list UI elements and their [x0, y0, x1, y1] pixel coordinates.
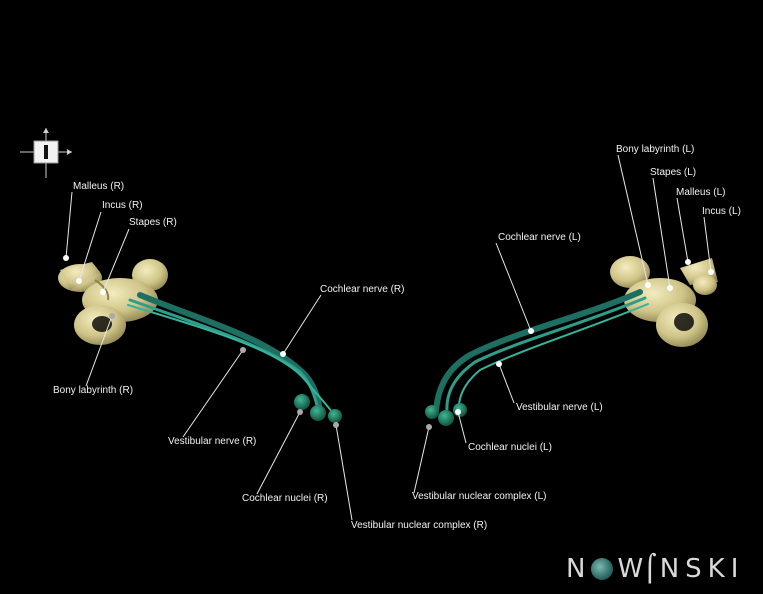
label-bony-labyrinth-r: Bony labyrinth (R)	[53, 385, 134, 396]
label-vestibular-nuclear-complex-r: Vestibular nuclear complex (R)	[351, 520, 488, 531]
leader-vestibular-nuclear-complex-r	[335, 424, 353, 521]
cochlea-r-hole	[92, 316, 112, 332]
nowinski-logo: N W ⌠ NSKI	[566, 552, 744, 586]
stapes-r-shape	[94, 279, 110, 301]
nerve-r-bundle-line	[127, 304, 335, 416]
leader-vestibular-nuclear-complex-l	[413, 426, 430, 494]
leader-cochlear-nuclei-l	[457, 411, 467, 444]
label-malleus-r: Malleus (R)	[73, 181, 125, 192]
dot-malleus-r	[63, 255, 69, 261]
nerves	[127, 289, 649, 416]
leader-cochlear-nerve-l	[495, 242, 532, 332]
bony-labyrinth-l-canal	[610, 256, 650, 288]
leader-cochlear-nuclei-r	[256, 411, 301, 495]
leader-stapes-r	[102, 228, 130, 293]
leader-vestibular-nerve-l	[498, 363, 515, 404]
vestibular-nerve-l-line	[433, 289, 643, 413]
label-cochlear-nerve-l: Cochlear nerve (L)	[498, 232, 581, 243]
leader-vestibular-nerve-r	[182, 349, 244, 438]
incus-r-shape	[60, 262, 100, 290]
dot-cochlear-nerve-l	[528, 328, 534, 334]
dot-incus-l	[708, 269, 714, 275]
logo-text-i: ⌠	[643, 554, 660, 584]
leader-lines	[65, 154, 712, 521]
dot-malleus-l	[685, 259, 691, 265]
dot-vestibular-nuclear-complex-r	[333, 422, 339, 428]
logo-text-right: NSKI	[659, 554, 745, 584]
vestibular-nucleus-l	[425, 405, 439, 419]
leader-cochlear-nerve-r	[282, 294, 322, 355]
dot-vestibular-nerve-r	[240, 347, 246, 353]
logo-text-left: N	[566, 554, 592, 584]
leader-bony-labyrinth-r	[85, 315, 113, 387]
label-cochlear-nerve-r: Cochlear nerve (R)	[320, 284, 405, 295]
label-vestibular-nuclear-complex-l: Vestibular nuclear complex (L)	[412, 491, 547, 502]
dot-cochlear-nerve-r	[280, 351, 286, 357]
dot-bony-labyrinth-l	[645, 282, 651, 288]
brain-globe-icon	[591, 558, 614, 580]
leader-bony-labyrinth-l	[617, 154, 649, 286]
leader-dots	[63, 255, 714, 430]
label-stapes-l: Stapes (L)	[650, 167, 697, 178]
cochlear-nerve-l-line	[445, 296, 647, 414]
right-ear-bones	[58, 259, 168, 345]
label-cochlear-nuclei-r: Cochlear nuclei (R)	[242, 493, 328, 504]
label-cochlear-nuclei-l: Cochlear nuclei (L)	[468, 442, 552, 453]
dot-cochlear-nuclei-l	[455, 409, 461, 415]
leader-stapes-l	[652, 177, 671, 289]
cochlear-nerve-r-line	[128, 298, 320, 412]
dot-vestibular-nuclear-complex-l	[426, 424, 432, 430]
label-bony-labyrinth-l: Bony labyrinth (L)	[616, 144, 695, 155]
label-incus-l: Incus (L)	[702, 206, 741, 217]
label-incus-r: Incus (R)	[102, 200, 143, 211]
label-vestibular-nerve-r: Vestibular nerve (R)	[168, 436, 257, 447]
orientation-compass-icon	[20, 128, 72, 178]
label-malleus-l: Malleus (L)	[676, 187, 726, 198]
cochlear-nucleus-l-1	[438, 410, 454, 426]
label-vestibular-nerve-l: Vestibular nerve (L)	[516, 402, 603, 413]
logo-text-mid: W	[617, 554, 650, 584]
dot-stapes-l	[667, 285, 673, 291]
dot-bony-labyrinth-r	[109, 313, 115, 319]
dot-vestibular-nerve-l	[496, 361, 502, 367]
left-ear-bones	[610, 256, 718, 347]
cochlea-l-hole	[674, 313, 694, 331]
leader-malleus-l	[676, 197, 689, 263]
dot-incus-r	[76, 278, 82, 284]
label-stapes-r: Stapes (R)	[129, 217, 177, 228]
cochlear-nucleus-r-1	[294, 394, 310, 410]
vestibular-nucleus-r	[328, 409, 342, 423]
leader-malleus-r	[65, 191, 73, 259]
dot-stapes-r	[100, 289, 106, 295]
leader-incus-r	[78, 211, 102, 282]
incus-l-shape	[693, 275, 717, 295]
dot-cochlear-nuclei-r	[297, 409, 303, 415]
cochlear-nucleus-r-2	[310, 405, 326, 421]
leader-incus-l	[703, 216, 712, 273]
